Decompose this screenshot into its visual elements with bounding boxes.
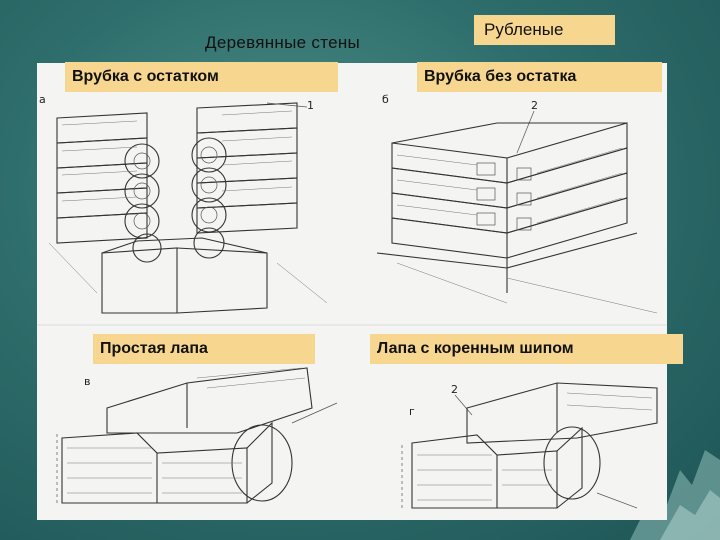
panel-c-drawing: в [56,367,338,504]
panel-d-label: Лапа с коренным шипом [370,334,683,364]
panel-a-letter: а [39,93,46,106]
panel-a-callout: 1 [307,99,314,112]
log-joints-drawing: а [37,93,667,509]
diagram-image: а [37,63,667,520]
panel-b-letter: б [382,93,389,106]
panel-a-label: Врубка с остатком [65,62,338,92]
panel-c-label: Простая лапа [93,334,315,364]
panel-d-letter: г [409,405,415,418]
subtitle-badge: Рубленые [474,15,615,45]
panel-b-drawing: б 2 [376,93,658,314]
panel-c-letter: в [84,375,90,388]
panel-b-label: Врубка без остатка [417,62,662,92]
panel-d-callout: 2 [451,383,458,396]
panel-b-callout: 2 [531,99,538,112]
panel-a-drawing: а [39,93,328,314]
panel-d-drawing: г 2 [401,382,658,509]
slide-title: Деревянные стены [205,33,361,52]
